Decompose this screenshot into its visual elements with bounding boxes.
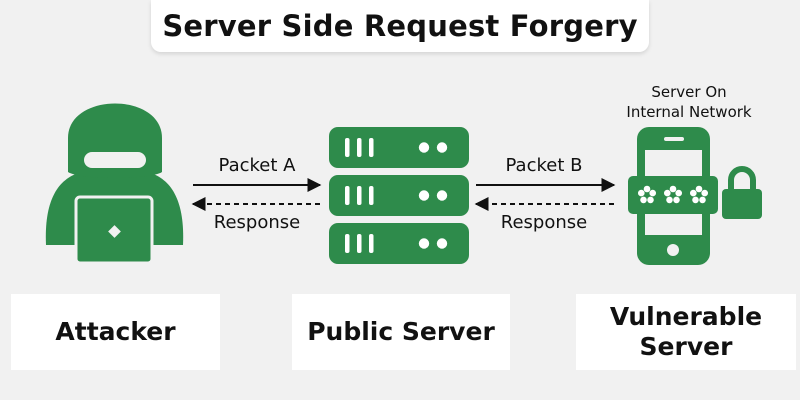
vulnerable-line2: Server — [639, 332, 733, 361]
server-rack-icon — [329, 127, 469, 264]
hacker-icon — [45, 103, 184, 265]
public-server-card: Public Server — [292, 294, 510, 370]
vulnerable-line1: Vulnerable — [609, 302, 763, 331]
response-left-label: Response — [213, 212, 301, 233]
packet-a-label: Packet A — [218, 155, 296, 176]
attacker-card: Attacker — [11, 294, 220, 370]
response-right-label: Response — [500, 212, 588, 233]
packet-b-label: Packet B — [505, 155, 583, 176]
internal-caption-line1: Server On — [651, 83, 727, 101]
vulnerable-server-label: Vulnerable Server — [610, 302, 762, 362]
phone-password-icon — [628, 127, 718, 265]
lock-icon — [722, 166, 762, 219]
internal-network-caption: Server On Internal Network — [626, 82, 751, 122]
internal-caption-line2: Internal Network — [626, 103, 752, 121]
diagram-title: Server Side Request Forgery — [162, 9, 638, 43]
vulnerable-server-card: Vulnerable Server — [576, 294, 796, 370]
title-box: Server Side Request Forgery — [151, 0, 649, 52]
attacker-label: Attacker — [55, 317, 176, 346]
public-server-label: Public Server — [307, 317, 495, 346]
